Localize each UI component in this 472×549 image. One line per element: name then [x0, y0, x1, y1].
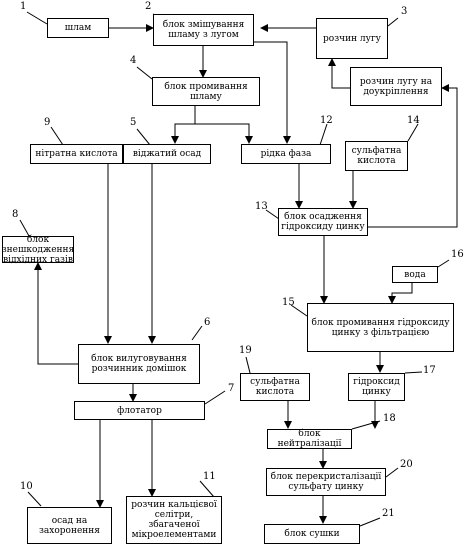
leader-line-18 [351, 420, 381, 430]
box-9-nitric-acid: нітратна кислота [30, 144, 123, 164]
label-number-18: 18 [383, 413, 396, 424]
label-number-16: 16 [451, 249, 464, 260]
label-number-1: 1 [20, 1, 27, 12]
leader-line-20 [385, 467, 399, 478]
arrow-2-to-12 [254, 41, 291, 144]
label-number-12: 12 [320, 115, 333, 126]
leader-line-3 [387, 17, 399, 27]
box-13-zinc-hydroxide-precipitation: блок осадження гідроксиду цинку [278, 208, 368, 236]
box-2-mixing-unit: блок змішування шламу з лугом [153, 14, 254, 46]
label-number-2: 2 [145, 1, 152, 12]
arrow-4-to-5 [171, 106, 196, 144]
leader-line-5 [136, 128, 151, 146]
label-number-14: 14 [407, 115, 420, 126]
label-number-4: 4 [130, 55, 137, 66]
leader-line-7 [204, 390, 226, 405]
label-number-8: 8 [12, 209, 19, 220]
leader-line-21 [359, 517, 381, 527]
arrow-3a-to-3 [328, 58, 350, 89]
label-number-11: 11 [203, 471, 216, 482]
leader-line-16 [437, 259, 450, 268]
leader-line-12 [319, 123, 328, 146]
label-number-6: 6 [204, 317, 211, 328]
leader-line-10 [27, 491, 42, 507]
arrow-6-to-8 [34, 262, 78, 365]
label-number-19: 19 [239, 345, 252, 356]
box-6-leaching-unit: блок вилуговування розчинник домішок [78, 344, 200, 384]
label-number-21: 21 [382, 508, 395, 519]
arrow-16-to-15 [388, 283, 413, 304]
label-number-5: 5 [130, 117, 137, 128]
label-number-10: 10 [20, 481, 33, 492]
label-number-3: 3 [401, 6, 408, 17]
box-5-squeezed-sediment: віджатий осад [123, 144, 211, 164]
leader-line-15 [290, 304, 308, 317]
box-20-recrystallization-unit: блок перекристалізації сульфату цинку [266, 468, 386, 496]
label-number-17: 17 [423, 365, 436, 376]
box-alkali-refortification: розчин лугу на доукріплення [350, 67, 442, 106]
box-3-alkali-solution: розчин лугу [316, 18, 388, 59]
leader-line-19 [245, 356, 251, 374]
label-number-15: 15 [282, 297, 295, 308]
box-19-sulfuric-acid: сульфатна кислота [240, 373, 310, 401]
leader-line-6 [191, 325, 203, 341]
label-number-13: 13 [255, 201, 268, 212]
leader-line-11 [199, 480, 215, 498]
label-number-20: 20 [400, 459, 413, 470]
leader-line-14 [407, 123, 419, 142]
box-16-water: вода [392, 266, 438, 283]
box-14-sulfuric-acid: сульфатна кислота [345, 141, 408, 171]
leader-line-8 [19, 219, 30, 237]
box-1-sludge: шлам [47, 18, 109, 38]
label-number-9: 9 [44, 117, 51, 128]
box-4-sludge-washing: блок промивання шламу [152, 77, 260, 106]
box-21-drying-unit: блок сушки [264, 524, 360, 544]
arrow-4-to-12 [195, 123, 253, 144]
box-12-liquid-phase: рідка фаза [241, 144, 331, 164]
box-7-flotator: флотатор [74, 401, 205, 420]
box-8-gas-neutralization: блок знешкодження відхідних газів [1, 234, 75, 265]
box-17-zinc-hydroxide: гідроксид цинку [348, 373, 405, 401]
box-15-hydroxide-washing-filtration: блок промивання гідроксиду цинку з фільт… [307, 303, 454, 352]
box-18-neutralization-unit: блок нейтралізації [267, 429, 352, 449]
leader-line-4 [136, 66, 153, 80]
label-number-7: 7 [228, 383, 235, 394]
arrow-13-to-3a [368, 84, 458, 228]
leader-line-9 [50, 126, 64, 146]
leader-line-17 [404, 371, 423, 374]
box-11-calcium-nitrate-solution: розчин кальцієвої селітри, збагаченої мі… [126, 496, 222, 544]
box-10-burial-sediment: осад на захоронення [27, 507, 112, 544]
leader-line-1 [26, 11, 48, 25]
